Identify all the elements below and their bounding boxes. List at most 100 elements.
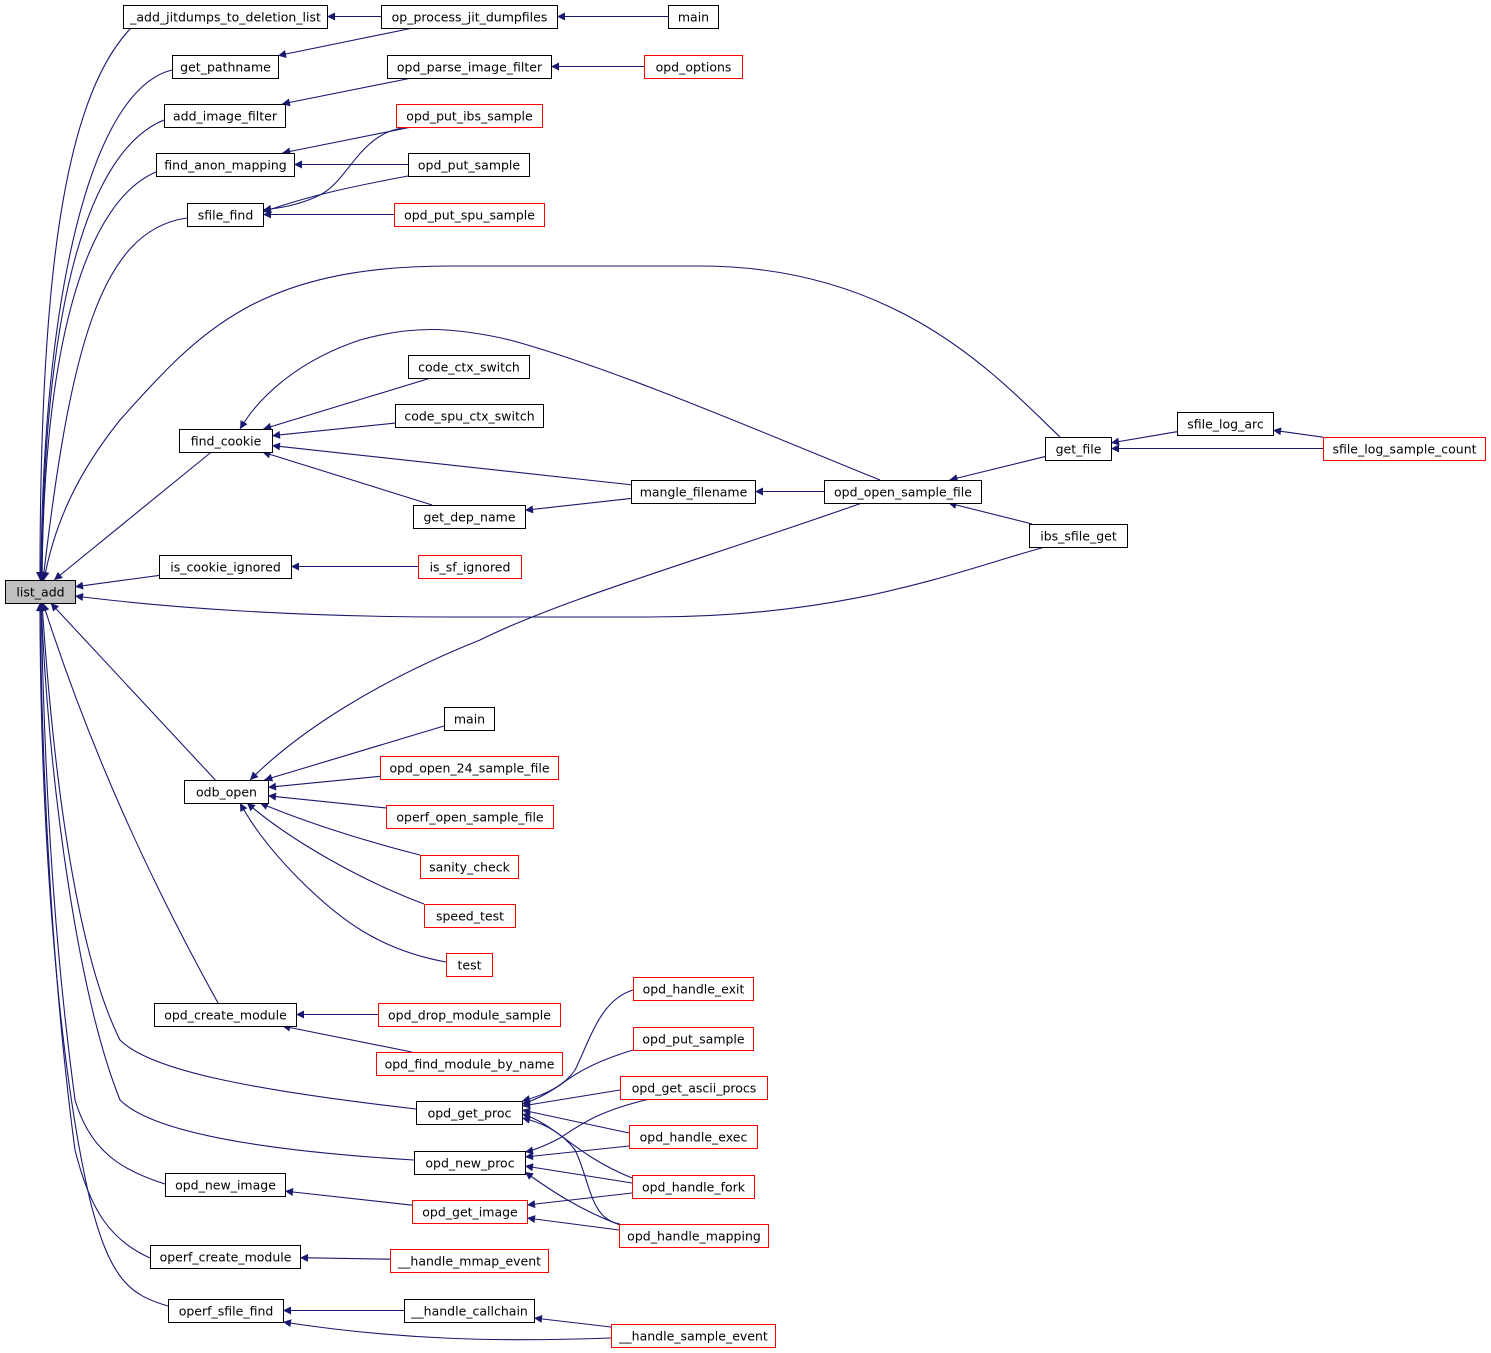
- edge-opd_create_module-to-list_add: [41, 602, 219, 1004]
- node-main2[interactable]: main: [444, 707, 495, 731]
- node-handle_callchain[interactable]: __handle_callchain: [404, 1299, 535, 1323]
- node-opd_handle_exec[interactable]: opd_handle_exec: [629, 1125, 758, 1149]
- node-label: add_image_filter: [173, 109, 278, 124]
- node-opd_options[interactable]: opd_options: [644, 55, 743, 79]
- edge-sfile_find-to-list_add: [39, 217, 188, 581]
- node-get_dep_name[interactable]: get_dep_name: [413, 505, 526, 529]
- node-opd_create_module[interactable]: opd_create_module: [154, 1003, 297, 1027]
- edge-opd_new_proc-to-list_add: [37, 602, 415, 1161]
- node-opd_put_sample1[interactable]: opd_put_sample: [408, 153, 530, 177]
- node-code_ctx_switch[interactable]: code_ctx_switch: [408, 355, 530, 379]
- node-get_file[interactable]: get_file: [1045, 437, 1112, 461]
- edge-odb_open-to-list_add: [50, 602, 216, 781]
- edge-opd_put_sample1-to-sfile_find: [262, 175, 409, 214]
- node-box: [404, 1299, 535, 1323]
- node-box: [633, 977, 754, 1001]
- node-opd_handle_mapping[interactable]: opd_handle_mapping: [619, 1224, 769, 1248]
- node-box: [172, 55, 279, 79]
- node-test[interactable]: test: [446, 953, 493, 977]
- edge-sfile_log_sample_count-to-sfile_log_arc: [1272, 427, 1324, 438]
- edge-opd_open_sample_file-to-find_cookie: [239, 329, 881, 481]
- node-box: [619, 1224, 769, 1248]
- node-sfile_find[interactable]: sfile_find: [187, 203, 264, 227]
- node-box: [1323, 437, 1486, 461]
- node-opd_put_ibs_sample[interactable]: opd_put_ibs_sample: [396, 104, 543, 128]
- edge-opd_handle_fork-to-opd_get_image: [526, 1192, 633, 1209]
- node-label: opd_find_module_by_name: [385, 1057, 555, 1072]
- node-handle_mmap_event[interactable]: __handle_mmap_event: [390, 1249, 549, 1273]
- node-box: [376, 1052, 563, 1076]
- node-handle_sample_event[interactable]: __handle_sample_event: [611, 1324, 776, 1348]
- edge-find_cookie-to-list_add: [53, 451, 212, 581]
- node-op_process_jit[interactable]: op_process_jit_dumpfiles: [381, 5, 558, 29]
- node-odb_open[interactable]: odb_open: [184, 780, 269, 804]
- node-label: code_spu_ctx_switch: [404, 409, 534, 424]
- node-sanity_check[interactable]: sanity_check: [420, 855, 519, 879]
- node-box: [412, 1200, 528, 1224]
- node-label: sanity_check: [429, 860, 510, 875]
- node-is_cookie_ignored[interactable]: is_cookie_ignored: [159, 555, 292, 579]
- edge-add_image_filter-to-list_add: [38, 119, 165, 581]
- edge-opd_put_sample2-to-opd_get_proc: [521, 1049, 634, 1106]
- node-box: [424, 904, 516, 928]
- edge-opd_get_ascii_procs-to-opd_get_proc: [521, 1089, 621, 1109]
- node-opd_drop_module_sample[interactable]: opd_drop_module_sample: [378, 1003, 561, 1027]
- node-label: opd_open_sample_file: [834, 485, 972, 500]
- node-opd_parse_image_filter[interactable]: opd_parse_image_filter: [387, 55, 552, 79]
- edge-add_jitdumps-to-list_add: [36, 26, 133, 581]
- node-label: list_add: [16, 585, 64, 600]
- node-opd_get_proc[interactable]: opd_get_proc: [416, 1101, 523, 1125]
- node-mangle_filename[interactable]: mangle_filename: [631, 480, 756, 504]
- node-box: [395, 404, 544, 428]
- node-operf_create_module[interactable]: operf_create_module: [150, 1245, 301, 1269]
- node-get_pathname[interactable]: get_pathname: [172, 55, 279, 79]
- node-speed_test[interactable]: speed_test: [424, 904, 516, 928]
- node-opd_open_24_sample_file[interactable]: opd_open_24_sample_file: [380, 756, 559, 780]
- node-find_anon_mapping[interactable]: find_anon_mapping: [156, 153, 295, 177]
- node-opd_open_sample_file[interactable]: opd_open_sample_file: [824, 480, 982, 504]
- node-sfile_log_arc[interactable]: sfile_log_arc: [1177, 412, 1274, 436]
- edge-get_dep_name-to-find_cookie: [262, 450, 433, 506]
- node-find_cookie[interactable]: find_cookie: [179, 429, 273, 453]
- node-label: code_ctx_switch: [418, 360, 520, 375]
- node-is_sf_ignored[interactable]: is_sf_ignored: [418, 555, 522, 579]
- edge-get_file-to-list_add: [41, 265, 1061, 581]
- node-box: [159, 555, 292, 579]
- node-label: get_pathname: [180, 60, 271, 75]
- node-operf_open_sample_file[interactable]: operf_open_sample_file: [386, 805, 554, 829]
- node-ibs_sfile_get[interactable]: ibs_sfile_get: [1029, 524, 1128, 548]
- edge-opd_open_sample_file-to-odb_open: [249, 502, 863, 781]
- node-label: operf_sfile_find: [179, 1304, 274, 1319]
- node-label: opd_handle_exit: [643, 982, 745, 997]
- node-add_jitdumps[interactable]: _add_jitdumps_to_deletion_list: [123, 5, 328, 29]
- edge-opd_handle_exec-to-opd_new_proc: [524, 1145, 630, 1161]
- node-opd_handle_exit[interactable]: opd_handle_exit: [633, 977, 754, 1001]
- node-box: [396, 104, 543, 128]
- edge-operf_create_module-to-list_add: [36, 602, 151, 1259]
- node-add_image_filter[interactable]: add_image_filter: [164, 104, 286, 128]
- node-box: [123, 5, 328, 29]
- node-opd_find_module_by_name[interactable]: opd_find_module_by_name: [376, 1052, 563, 1076]
- node-opd_handle_fork[interactable]: opd_handle_fork: [632, 1175, 755, 1199]
- node-operf_sfile_find[interactable]: operf_sfile_find: [168, 1299, 284, 1323]
- edge-opd_handle_fork-to-opd_new_proc: [524, 1163, 633, 1184]
- node-opd_new_image[interactable]: opd_new_image: [165, 1173, 286, 1197]
- edge-speed_test-to-odb_open: [246, 802, 425, 905]
- edge-mangle_filename-to-get_dep_name: [524, 497, 632, 514]
- node-sfile_log_sample_count[interactable]: sfile_log_sample_count: [1323, 437, 1486, 461]
- node-opd_put_sample2[interactable]: opd_put_sample: [633, 1027, 754, 1051]
- node-opd_put_spu_sample[interactable]: opd_put_spu_sample: [394, 203, 545, 227]
- node-main1[interactable]: main: [668, 5, 719, 29]
- node-box: [390, 1249, 549, 1273]
- node-code_spu_ctx_switch[interactable]: code_spu_ctx_switch: [395, 404, 544, 428]
- node-opd_get_image[interactable]: opd_get_image: [412, 1200, 528, 1224]
- node-label: main: [678, 10, 709, 25]
- node-opd_get_ascii_procs[interactable]: opd_get_ascii_procs: [620, 1076, 768, 1100]
- node-box: [416, 1101, 523, 1125]
- node-box: [633, 1027, 754, 1051]
- node-opd_new_proc[interactable]: opd_new_proc: [414, 1151, 526, 1175]
- node-box: [386, 805, 554, 829]
- edge-find_anon_mapping-to-list_add: [38, 171, 157, 581]
- node-box: [187, 203, 264, 227]
